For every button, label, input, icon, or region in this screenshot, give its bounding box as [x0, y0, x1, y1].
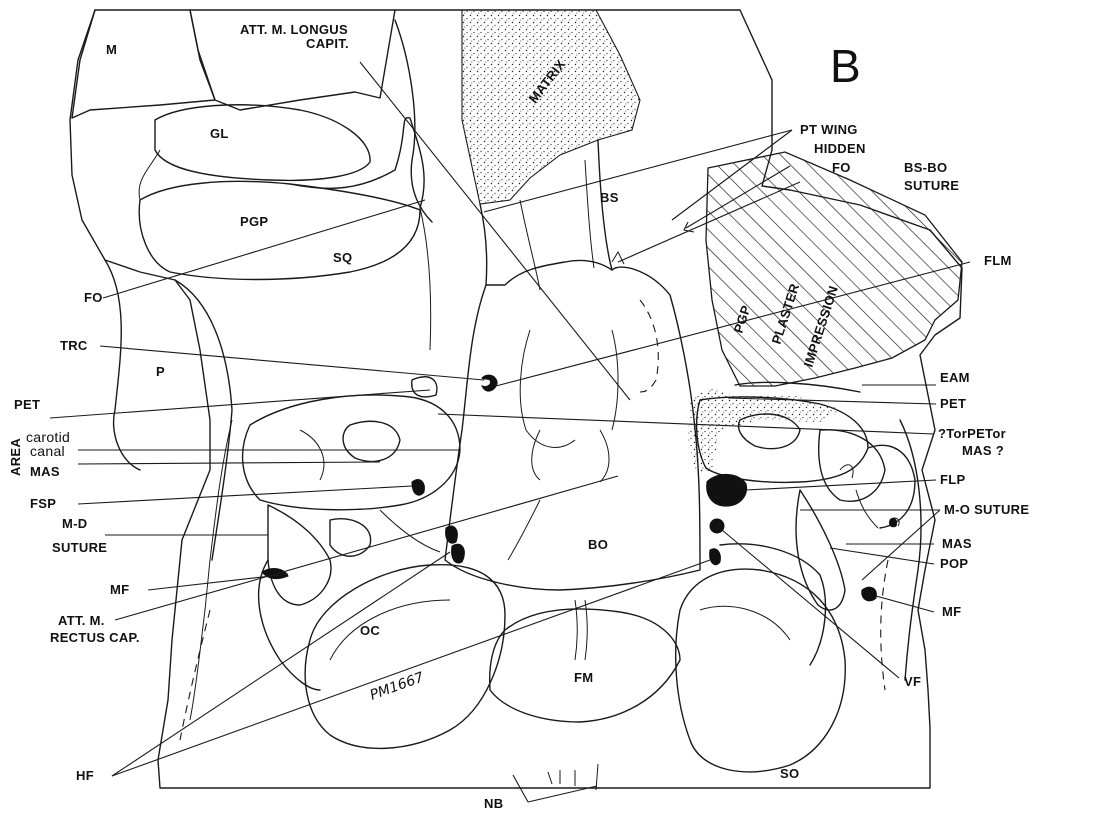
label-hidden: HIDDEN [814, 141, 866, 156]
label-vf: VF [904, 674, 921, 689]
label-mo-suture: M-O SUTURE [944, 502, 1029, 517]
label-fo-hidden: FO [832, 160, 851, 175]
fsp-foramen [412, 480, 424, 496]
label-gl: GL [210, 126, 229, 141]
panel-letter: B [830, 40, 861, 92]
label-nb: NB [484, 796, 503, 811]
occipital-condyle-left [305, 565, 505, 749]
specimen-number: PM1667 [368, 669, 426, 703]
label-trc: TRC [60, 338, 88, 353]
vf-foramen [710, 519, 724, 533]
label-p: P [156, 364, 165, 379]
trc-foramen [482, 375, 497, 391]
flp-foramen-inner [720, 485, 732, 497]
label-bs: BS [600, 190, 619, 205]
label-fsp: FSP [30, 496, 56, 511]
label-att-rectus-line1: ATT. M. [58, 613, 105, 628]
label-mas-left: MAS [30, 464, 60, 479]
label-mas-right: MAS [942, 536, 972, 551]
matrix-region [462, 10, 640, 204]
label-flm: FLM [984, 253, 1012, 268]
hf-foramen-left-1 [446, 526, 458, 543]
label-canal: canal [30, 443, 65, 459]
mf-foramen-right [862, 587, 877, 601]
label-pet-right: PET [940, 396, 966, 411]
mas-right-mark [889, 518, 896, 526]
label-sq: SQ [333, 250, 352, 265]
label-att-rectus-line2: RECTUS CAP. [50, 630, 140, 645]
label-att-longus-line1: ATT. M. LONGUS [240, 22, 348, 37]
label-md-line2: SUTURE [52, 540, 107, 555]
label-bsbo-line2: SUTURE [904, 178, 959, 193]
label-m: M [106, 42, 117, 57]
label-so: SO [780, 766, 799, 781]
label-pt-wing: PT WING [800, 122, 858, 137]
foramen-magnum [490, 609, 680, 722]
label-hf: HF [76, 768, 94, 783]
occipital-condyle-right [676, 569, 846, 772]
label-mf-left: MF [110, 582, 129, 597]
label-pop: POP [940, 556, 968, 571]
label-bo: BO [588, 537, 608, 552]
central-structures [445, 140, 700, 660]
label-pet-left: PET [14, 397, 40, 412]
label-fo: FO [84, 290, 103, 305]
label-mf-right: MF [942, 604, 961, 619]
label-tor-pet-or-line1: ?TorPETor [938, 426, 1006, 441]
label-pgp-left: PGP [240, 214, 268, 229]
hf-foramen-right [710, 549, 721, 565]
label-flp: FLP [940, 472, 965, 487]
label-oc: OC [360, 623, 380, 638]
label-md-line1: M-D [62, 516, 87, 531]
label-fm: FM [574, 670, 593, 685]
label-tor-pet-or-line2: MAS ? [962, 443, 1004, 458]
label-area: AREA [8, 438, 23, 476]
label-att-longus-line2: CAPIT. [306, 36, 349, 51]
label-bsbo-line1: BS-BO [904, 160, 947, 175]
label-eam: EAM [940, 370, 970, 385]
hf-foramen-left-2 [452, 544, 465, 563]
